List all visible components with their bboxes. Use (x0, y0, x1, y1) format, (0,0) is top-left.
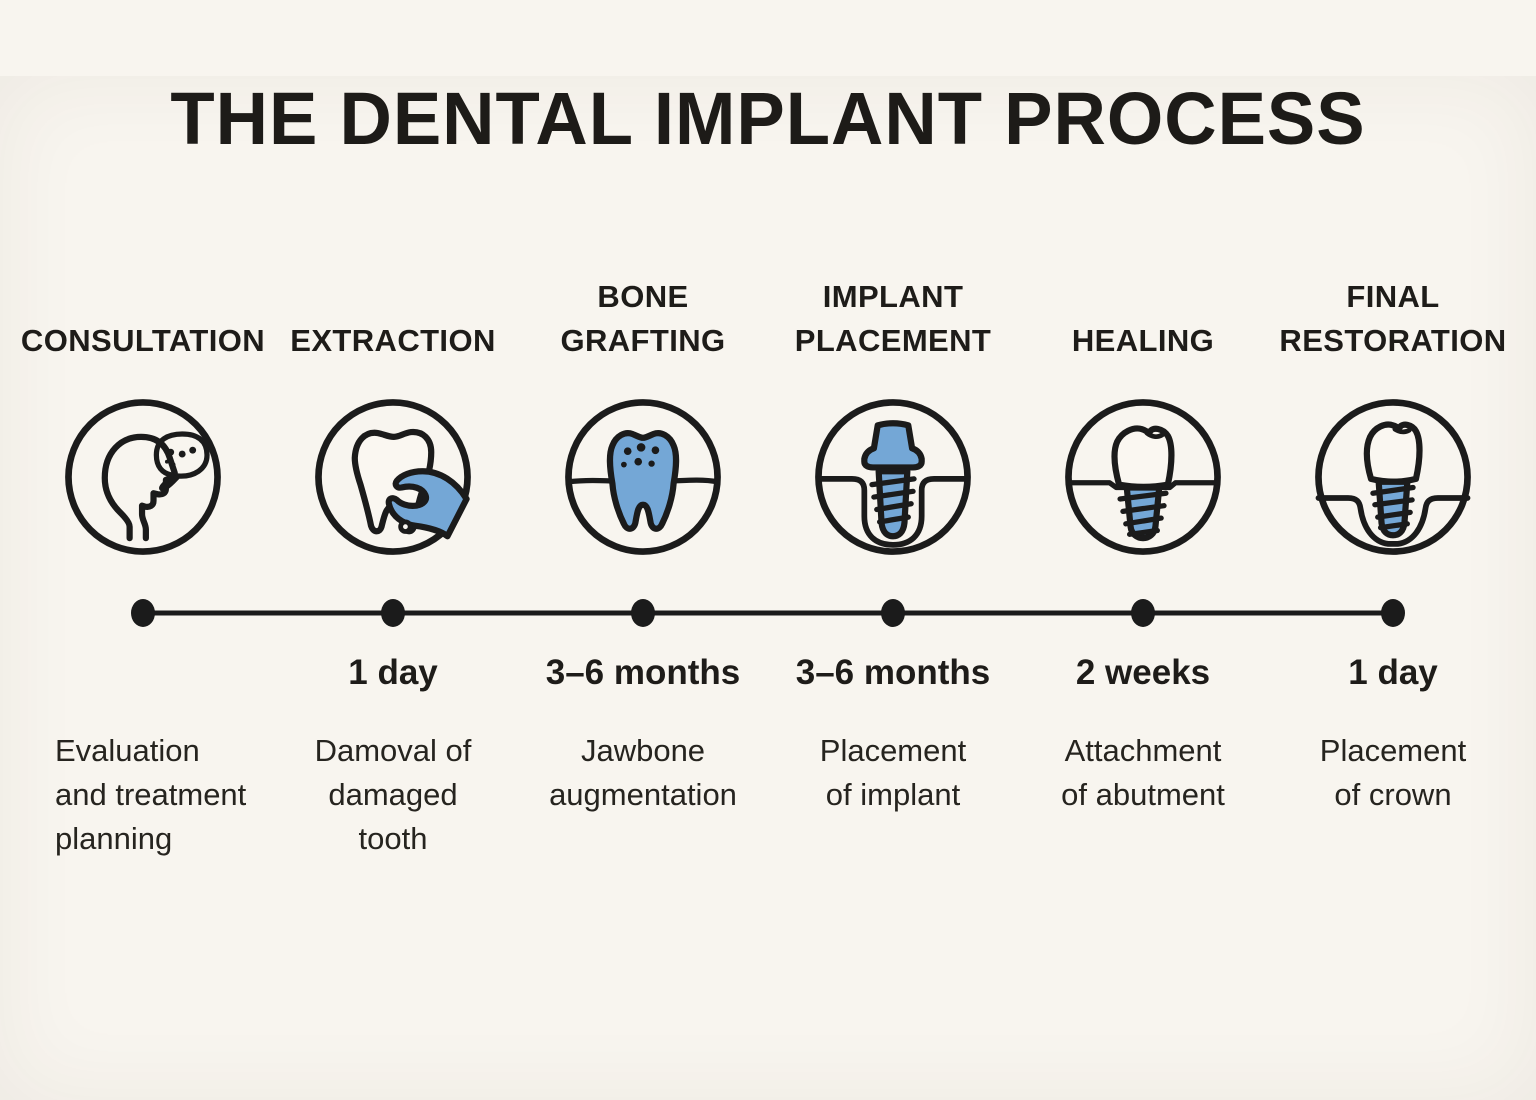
timeline (0, 599, 1536, 627)
bone-grafting-icon (565, 399, 721, 555)
page-title: THE DENTAL IMPLANT PROCESS (170, 77, 1366, 160)
durations-row: 1 day 3–6 months 3–6 months 2 weeks 1 da… (0, 653, 1536, 695)
icon-cell-consultation (18, 391, 268, 563)
stage-description-consultation: Evaluation and treatment planning (55, 733, 247, 857)
stage-description-healing: Attachment of abutment (1061, 733, 1225, 813)
icon-cell-final-restoration (1268, 391, 1518, 563)
stage-duration-final-restoration: 1 day (1348, 653, 1438, 692)
stage-label-final-restoration: FINAL RESTORATION (1279, 278, 1507, 358)
stage-label-bone-grafting: BONE GRAFTING (560, 278, 726, 358)
icon-cell-bone-grafting (518, 391, 768, 563)
healing-icon (1065, 399, 1221, 555)
consultation-icon (65, 399, 221, 555)
stage-description-bone-grafting: Jawbone augmentation (549, 733, 737, 813)
stage-duration-consultation (18, 653, 268, 695)
timeline-dot-implant-placement (881, 599, 905, 627)
stage-label-consultation: CONSULTATION (20, 322, 266, 358)
stage-description-final-restoration: Placement of crown (1319, 733, 1467, 813)
stage-duration-extraction: 1 day (348, 653, 438, 692)
stage-duration-implant-placement: 3–6 months (795, 653, 991, 692)
extraction-icon (315, 399, 471, 555)
stage-label-healing: HEALING (1071, 322, 1215, 358)
final-restoration-icon (1315, 399, 1471, 555)
timeline-dot-bone-grafting (631, 599, 655, 627)
icon-cell-healing (1018, 391, 1268, 563)
timeline-dot-extraction (381, 599, 405, 627)
stage-duration-healing: 2 weeks (1075, 653, 1211, 692)
implant-placement-icon (815, 399, 971, 555)
stage-label-implant-placement: IMPLANT PLACEMENT (794, 278, 992, 358)
infographic-canvas: THE DENTAL IMPLANT PROCESS CONSULTATION … (0, 76, 1536, 1100)
stage-description-implant-placement: Placement of implant (819, 733, 967, 813)
timeline-dot-consultation (131, 599, 155, 627)
icon-cell-implant-placement (768, 391, 1018, 563)
stage-description-extraction: Damoval of damaged tooth (314, 733, 472, 857)
icons-row (0, 391, 1536, 563)
stage-labels-row: CONSULTATION EXTRACTION BONE GRAFTING IM… (0, 273, 1536, 363)
stage-label-extraction: EXTRACTION (290, 322, 496, 358)
timeline-dot-healing (1131, 599, 1155, 627)
descriptions-row: Evaluation and treatment planning Damova… (0, 729, 1536, 861)
icon-cell-extraction (268, 391, 518, 563)
timeline-line (143, 610, 1393, 616)
stage-duration-bone-grafting: 3–6 months (545, 653, 741, 692)
timeline-dot-final-restoration (1381, 599, 1405, 627)
